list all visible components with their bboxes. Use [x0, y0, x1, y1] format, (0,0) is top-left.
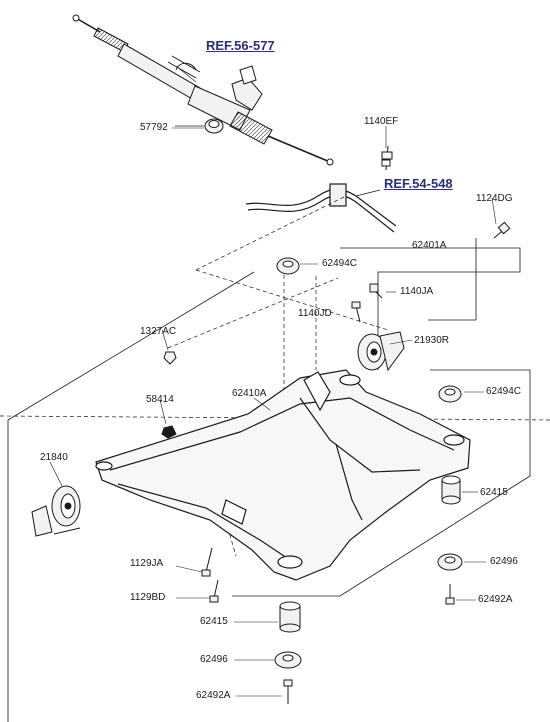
- part-label-1140JA: 1140JA: [400, 286, 434, 297]
- group-outline: [7, 238, 531, 722]
- bolt-1140JA: [351, 283, 383, 323]
- nut-58414: [161, 425, 177, 439]
- mount-21840: [31, 485, 81, 537]
- part-label-62415-right: 62415: [480, 487, 508, 498]
- part-label-62492A-right: 62492A: [478, 594, 513, 605]
- part-label-1327AC: 1327AC: [140, 326, 177, 337]
- part-label-57792: 57792: [140, 122, 168, 133]
- label-leaders: [49, 65, 497, 697]
- bolt-62492A-bottom: [283, 679, 293, 704]
- bolt-1140EF: [381, 145, 393, 171]
- mount-21930R: [357, 331, 405, 372]
- bolt-1129JA: [201, 547, 213, 577]
- bolt-1129BD: [209, 579, 219, 603]
- part-label-62496-bottom: 62496: [200, 654, 228, 665]
- part-label-21840: 21840: [40, 452, 68, 463]
- part-label-21930R: 21930R: [414, 335, 450, 346]
- part-label-62415-bottom: 62415: [200, 616, 228, 627]
- washer-62496-right: [437, 553, 463, 571]
- washer-62496-bottom: [274, 651, 302, 669]
- part-label-58414: 58414: [146, 394, 174, 405]
- washer-62494C-right: [438, 385, 462, 403]
- part-label-62494C-right: 62494C: [486, 386, 522, 397]
- part-label-62410A: 62410A: [232, 388, 267, 399]
- bushing-57792: [175, 118, 224, 134]
- steering-rack: [72, 14, 334, 166]
- subframe-62410A: [95, 369, 471, 581]
- ref-steering-label[interactable]: REF.56-577: [206, 38, 275, 53]
- part-label-1140EF: 1140EF: [364, 116, 399, 127]
- bolt-1124DG: [493, 221, 511, 239]
- washer-62494C-top: [276, 257, 300, 275]
- ref-stabilizer-label[interactable]: REF.54-548: [384, 176, 453, 191]
- part-label-62494C-top: 62494C: [322, 258, 358, 269]
- part-label-1129JA: 1129JA: [130, 558, 164, 569]
- bushing-62415-bottom: [279, 601, 301, 633]
- part-label-1140JD: 1140JD: [298, 308, 332, 319]
- part-label-1124DG: 1124DG: [476, 193, 513, 204]
- part-label-62401A: 62401A: [412, 240, 447, 251]
- nut-1327AC: [163, 351, 177, 365]
- bushing-62415-right: [441, 475, 461, 505]
- bolt-62492A-right: [445, 584, 455, 605]
- part-label-62492A-bottom: 62492A: [196, 690, 231, 701]
- part-label-1129BD: 1129BD: [130, 592, 166, 603]
- stabilizer-bar: [245, 183, 397, 233]
- part-label-62496-right: 62496: [490, 556, 518, 567]
